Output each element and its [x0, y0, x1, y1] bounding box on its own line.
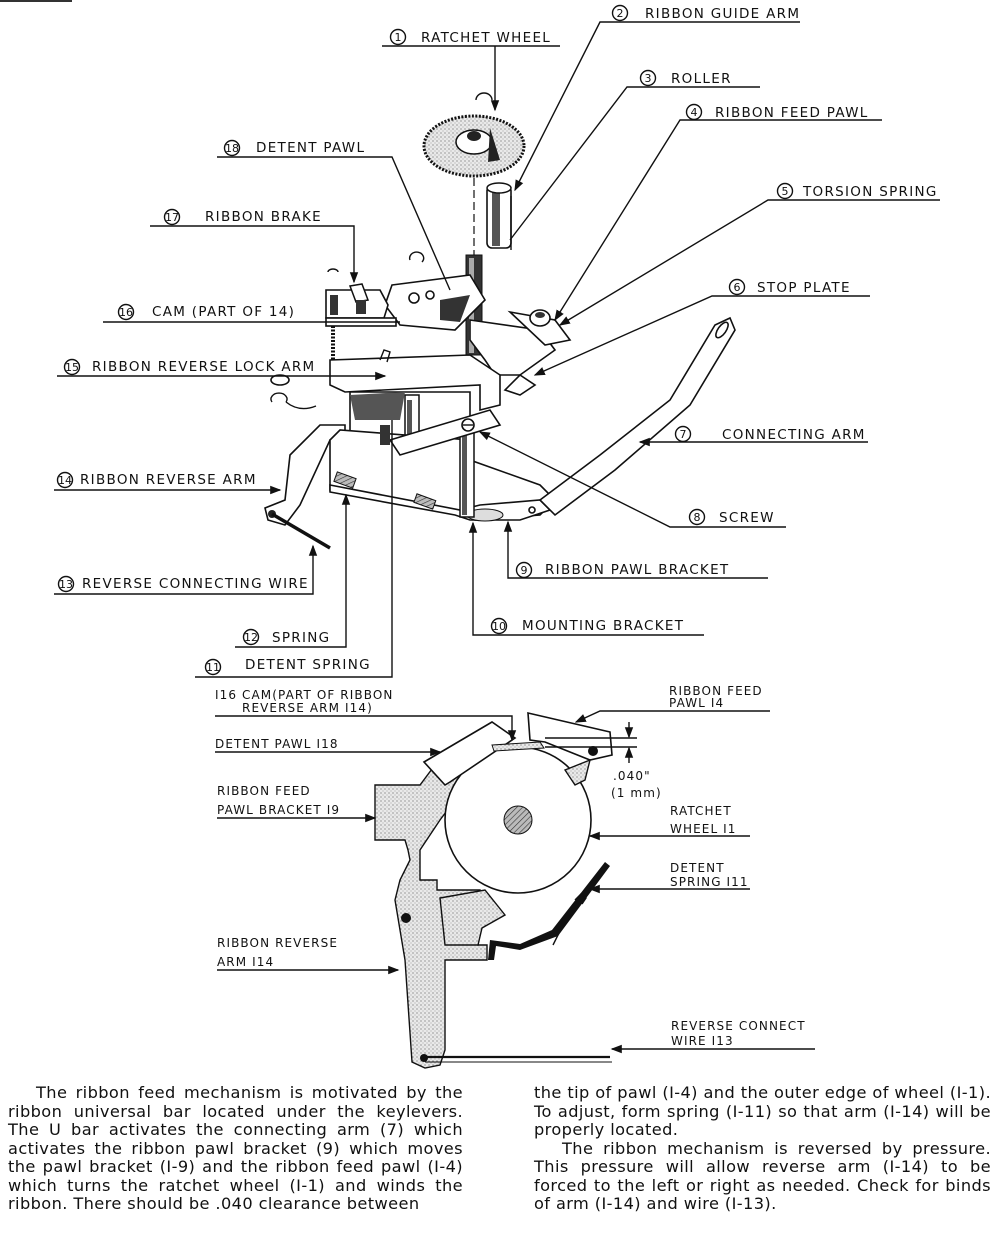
callout-leaders [54, 21, 940, 678]
page-corner-rule [0, 0, 72, 2]
detent-spring-label-line1: DETENT [670, 861, 725, 875]
connecting-arm-part [538, 316, 736, 517]
svg-text:16: 16 [119, 306, 133, 319]
feed-pawl-label-line2: PAWL I4 [669, 696, 724, 710]
svg-text:6: 6 [734, 281, 741, 294]
ribbon-mechanism-diagram: 1 RATCHET WHEEL 2 RIBBON GUIDE ARM 3 ROL… [54, 4, 940, 1069]
cam-label-line1: I16 CAM(PART OF RIBBON [215, 688, 393, 702]
svg-text:RIBBON BRAKE: RIBBON BRAKE [205, 209, 322, 225]
roller-part [486, 182, 512, 250]
svg-text:2: 2 [617, 7, 624, 20]
svg-text:RIBBON GUIDE ARM: RIBBON GUIDE ARM [645, 6, 800, 22]
callout-6: 6 STOP PLATE [728, 278, 851, 296]
svg-text:SCREW: SCREW [719, 510, 775, 526]
reverse-wire-label-line1: REVERSE CONNECT [671, 1019, 806, 1033]
callout-5: 5 TORSION SPRING [776, 182, 938, 200]
svg-text:CONNECTING ARM: CONNECTING ARM [722, 427, 866, 443]
body-text-left-column: The ribbon feed mechanism is motivated b… [8, 1083, 463, 1214]
svg-text:CAM (PART OF 14): CAM (PART OF 14) [152, 304, 295, 320]
svg-text:14: 14 [58, 474, 72, 487]
svg-text:1: 1 [395, 31, 402, 44]
reverse-arm-label-line2: ARM I14 [217, 955, 274, 969]
exploded-mechanism-artwork [264, 92, 736, 550]
callout-7: 7 CONNECTING ARM [674, 425, 866, 443]
clearance-mm: (1 mm) [611, 786, 662, 800]
feed-pawl-label-line1: RIBBON FEED [669, 684, 763, 698]
ratchet-wheel-label-line2: WHEEL I1 [670, 822, 737, 836]
svg-text:3: 3 [645, 72, 652, 85]
svg-text:15: 15 [65, 361, 79, 374]
callout-13: 13 REVERSE CONNECTING WIRE [57, 575, 309, 593]
feed-bracket-label-line1: RIBBON FEED [217, 784, 311, 798]
ribbon-reverse-arm-part [264, 424, 346, 550]
svg-text:TORSION SPRING: TORSION SPRING [802, 184, 938, 200]
svg-text:SPRING: SPRING [272, 630, 330, 646]
ratchet-wheel-part [422, 114, 526, 178]
paragraph-clearance-continued: the tip of pawl (I-4) and the outer edge… [534, 1083, 991, 1139]
svg-text:REVERSE CONNECTING WIRE: REVERSE CONNECTING WIRE [82, 576, 309, 592]
ribbon-brake-part [325, 268, 397, 360]
paragraph-feed-mechanism: The ribbon feed mechanism is motivated b… [8, 1083, 463, 1213]
section-view-artwork [374, 711, 637, 1069]
callout-8: 8 SCREW [688, 508, 775, 526]
callout-17: 17 RIBBON BRAKE [163, 208, 322, 226]
detent-pawl-part [384, 251, 487, 331]
detent-pawl-label: DETENT PAWL I18 [215, 737, 339, 751]
reverse-wire-label-line2: WIRE I13 [671, 1034, 734, 1048]
section-view-leaders [215, 710, 815, 1054]
body-text-right-column: the tip of pawl (I-4) and the outer edge… [534, 1083, 991, 1214]
callout-1: 1 RATCHET WHEEL [389, 28, 551, 46]
svg-text:12: 12 [244, 631, 258, 644]
svg-text:13: 13 [59, 578, 73, 591]
svg-text:MOUNTING BRACKET: MOUNTING BRACKET [522, 618, 684, 634]
svg-text:RIBBON REVERSE ARM: RIBBON REVERSE ARM [80, 472, 257, 488]
detent-spring-label-line2: SPRING I11 [670, 875, 749, 889]
svg-text:RIBBON FEED PAWL: RIBBON FEED PAWL [715, 105, 869, 121]
cam-label-line2: REVERSE ARM I14) [242, 701, 373, 715]
section-view-labels: I16 CAM(PART OF RIBBON REVERSE ARM I14) … [215, 684, 806, 1048]
callout-11: 11 DETENT SPRING [204, 657, 371, 676]
svg-text:RIBBON PAWL BRACKET: RIBBON PAWL BRACKET [545, 562, 729, 578]
svg-text:DETENT PAWL: DETENT PAWL [256, 140, 365, 156]
clearance-inches: .040" [613, 769, 651, 783]
svg-text:10: 10 [492, 620, 506, 633]
svg-text:9: 9 [521, 564, 528, 577]
callout-14: 14 RIBBON REVERSE ARM [56, 471, 257, 489]
feed-bracket-label-line2: PAWL BRACKET I9 [217, 803, 340, 817]
paragraph-reverse-mechanism: The ribbon mechanism is reversed by pres… [534, 1138, 991, 1213]
ratchet-wheel-label-line1: RATCHET [670, 804, 732, 818]
svg-text:7: 7 [680, 428, 687, 441]
svg-text:RIBBON REVERSE LOCK ARM: RIBBON REVERSE LOCK ARM [92, 359, 316, 375]
screw-part [380, 409, 502, 456]
callout-18: 18 DETENT PAWL [223, 139, 365, 157]
svg-text:11: 11 [206, 661, 220, 674]
svg-text:4: 4 [691, 106, 698, 119]
callout-15: 15 RIBBON REVERSE LOCK ARM [63, 358, 316, 376]
svg-text:5: 5 [782, 185, 789, 198]
ribbon-pawl-bracket-part [329, 429, 557, 522]
callout-12: 12 SPRING [242, 628, 330, 646]
svg-text:8: 8 [694, 511, 701, 524]
svg-text:DETENT SPRING: DETENT SPRING [245, 657, 371, 673]
callout-16: 16 CAM (PART OF 14) [117, 303, 295, 321]
callout-4: 4 RIBBON FEED PAWL [685, 103, 869, 121]
svg-text:18: 18 [225, 142, 239, 155]
svg-text:ROLLER: ROLLER [671, 71, 732, 87]
svg-text:RATCHET WHEEL: RATCHET WHEEL [421, 30, 551, 46]
callout-labels: 1 RATCHET WHEEL 2 RIBBON GUIDE ARM 3 ROL… [56, 4, 938, 676]
section-reverse-arm [374, 747, 502, 1069]
callout-2: 2 RIBBON GUIDE ARM [611, 4, 800, 22]
svg-text:STOP PLATE: STOP PLATE [757, 280, 851, 296]
reverse-arm-label-line1: RIBBON REVERSE [217, 936, 338, 950]
callout-9: 9 RIBBON PAWL BRACKET [515, 561, 729, 579]
svg-text:17: 17 [165, 211, 179, 224]
callout-10: 10 MOUNTING BRACKET [490, 617, 684, 635]
callout-3: 3 ROLLER [639, 69, 732, 87]
